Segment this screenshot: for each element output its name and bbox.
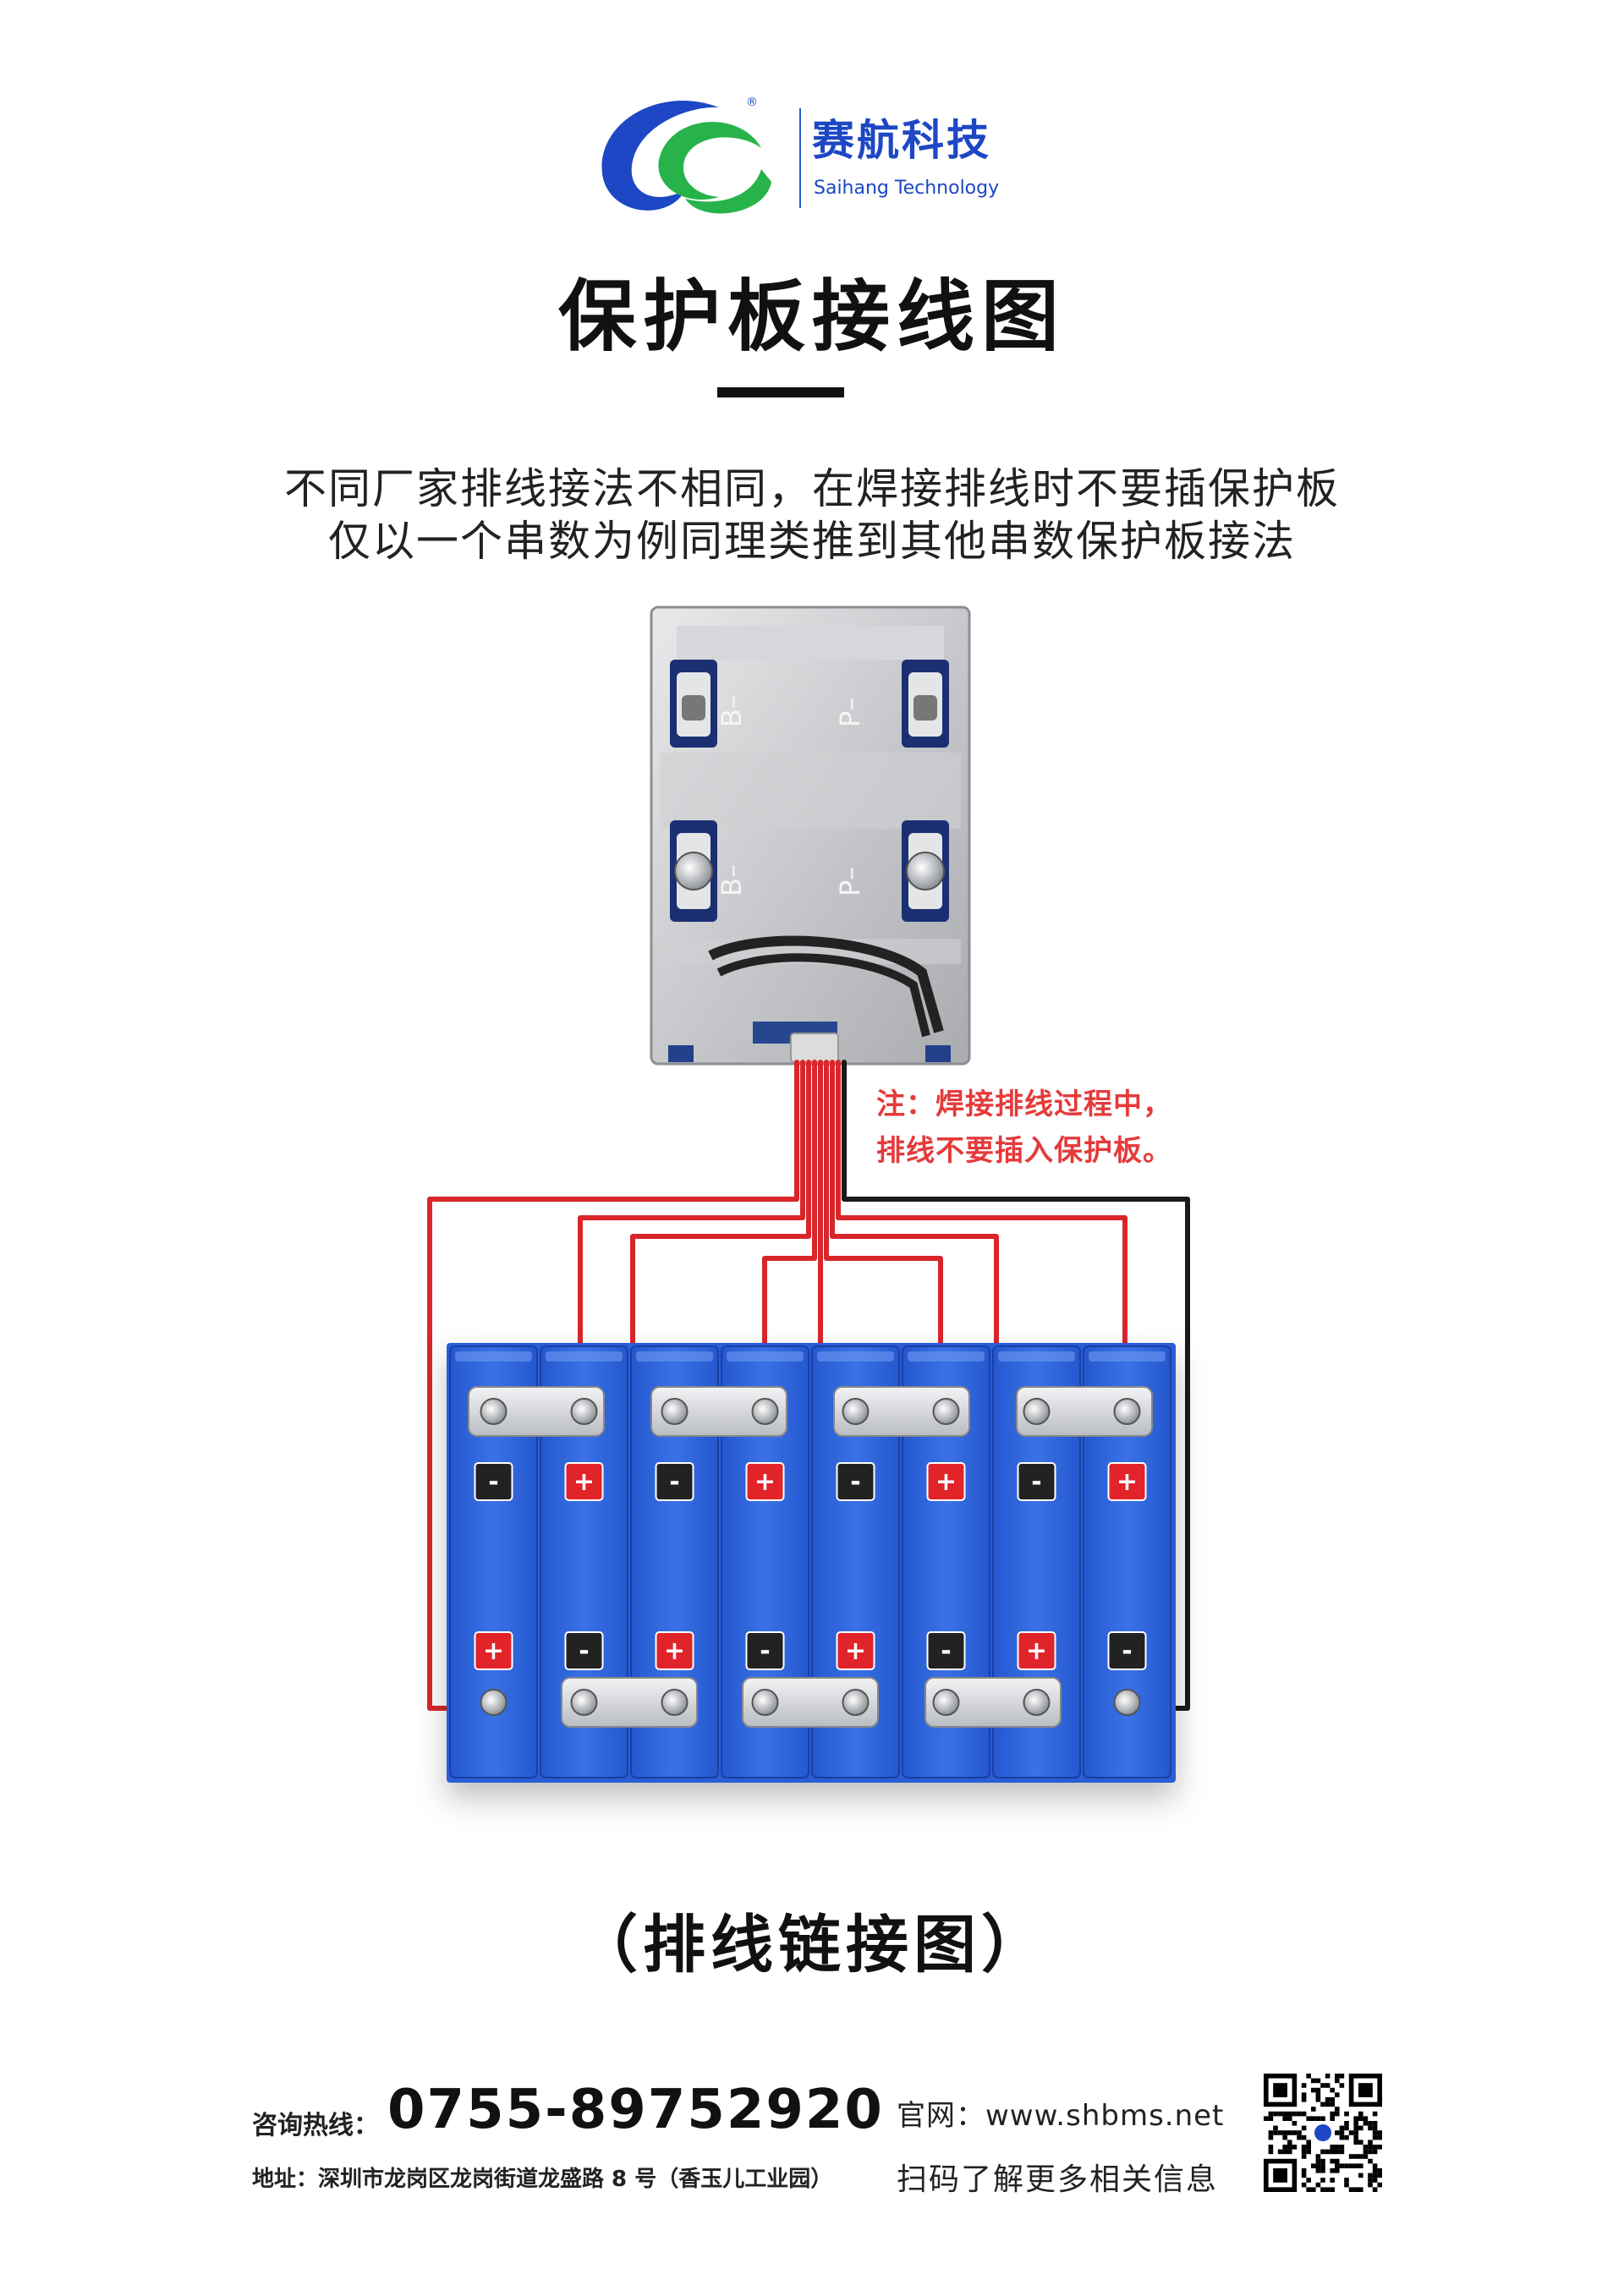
terminal-plus: + [474, 1631, 513, 1670]
terminal-sign: + [1026, 1636, 1047, 1666]
battery-cell: +- [721, 1345, 809, 1778]
subtitle-line-2: 仅以一个串数为例同理类推到其他串数保护板接法 [328, 517, 1296, 566]
terminal-sign: - [488, 1467, 498, 1497]
battery-cell: -+ [630, 1345, 719, 1778]
terminal-bolts [480, 1398, 1141, 1716]
subtitle-line-1: 不同厂家排线接法不相同，在焊接排线时不要插保护板 [284, 464, 1340, 513]
bolt-icon [661, 1689, 689, 1716]
bolt-icon [932, 1689, 960, 1716]
terminal-plus: + [655, 1631, 694, 1670]
battery-cells: -++--++--++--++- [449, 1345, 1171, 1778]
bolt-icon [1113, 1398, 1141, 1425]
terminal-b-bottom [670, 820, 717, 922]
brand-name-cn: 赛航科技 [812, 116, 991, 165]
scan-prompt: 扫码了解更多相关信息 [897, 2162, 1219, 2197]
terminal-minus: - [1017, 1462, 1056, 1501]
terminal-minus: - [564, 1631, 604, 1670]
bolt-icon [932, 1398, 960, 1425]
website-link[interactable]: 官网：www.shbms.net [897, 2099, 1225, 2133]
terminal-sign: + [845, 1636, 866, 1666]
qr-code-icon[interactable] [1264, 2074, 1382, 2192]
terminal-sign: - [850, 1467, 860, 1497]
busbars-bottom [561, 1677, 1062, 1728]
terminal-sign: + [935, 1467, 957, 1497]
battery-cell: -+ [992, 1345, 1081, 1778]
terminal-plus: + [836, 1631, 875, 1670]
bolt-icon [570, 1398, 598, 1425]
battery-cell: -+ [811, 1345, 900, 1778]
note-line-1: 注：焊接排线过程中， [876, 1088, 1172, 1121]
battery-cell: +- [540, 1345, 628, 1778]
bolt-icon [570, 1689, 598, 1716]
terminal-sign: + [754, 1467, 776, 1497]
battery-cell: +- [1083, 1345, 1171, 1778]
terminal-minus: - [655, 1462, 694, 1501]
note-line-2: 排线不要插入保护板。 [876, 1134, 1172, 1168]
saihang-logo-icon: ® [601, 96, 771, 214]
terminal-p-top [902, 660, 949, 748]
terminal-sign: - [941, 1636, 951, 1666]
board-label-p-bottom: P– [834, 867, 866, 896]
brand-divider [799, 108, 801, 208]
terminal-sign: - [669, 1467, 679, 1497]
terminal-b-top [670, 660, 717, 748]
wiring-diagram: B– P– B– P– -++--++--++--++- [427, 606, 1190, 1783]
terminal-sign: + [1116, 1467, 1138, 1497]
terminal-minus: - [836, 1462, 875, 1501]
board-label-p-top: P– [834, 698, 866, 727]
address-text: 地址：深圳市龙岗区龙岗街道龙盛路 8 号（香玉儿工业园） [252, 2167, 833, 2192]
terminal-p-bottom [902, 820, 949, 922]
terminal-sign: - [760, 1636, 770, 1666]
bolt-icon [751, 1398, 779, 1425]
bolt-icon [480, 1398, 508, 1425]
hotline-number[interactable]: 0755-89752920 [387, 2079, 884, 2141]
terminal-sign: - [1031, 1467, 1041, 1497]
terminal-minus: - [1107, 1631, 1147, 1670]
brand-name-en: Saihang Technology [814, 178, 1000, 199]
terminal-sign: - [1122, 1636, 1132, 1666]
bolt-icon [480, 1689, 508, 1716]
bolt-icon [842, 1398, 870, 1425]
terminal-sign: + [664, 1636, 685, 1666]
terminal-plus: + [564, 1462, 604, 1501]
terminal-minus: - [926, 1631, 966, 1670]
terminal-plus: + [1017, 1631, 1056, 1670]
protection-board: B– P– B– P– [650, 606, 971, 1066]
terminal-plus: + [745, 1462, 785, 1501]
board-label-b-bottom: B– [716, 864, 748, 896]
terminal-sign: + [483, 1636, 504, 1666]
bolt-icon [1023, 1689, 1051, 1716]
terminal-sign: - [579, 1636, 589, 1666]
terminal-minus: - [745, 1631, 785, 1670]
bolt-icon [1023, 1398, 1051, 1425]
bolt-icon [751, 1689, 779, 1716]
diagram-caption: （排线链接图） [575, 1909, 1049, 1981]
page-title: 保护板接线图 [557, 271, 1066, 362]
busbars-top [468, 1386, 1153, 1437]
bolt-icon [842, 1689, 870, 1716]
trademark-mark: ® [746, 96, 758, 109]
hotline-label: 咨询热线： [252, 2111, 379, 2140]
bolt-icon [1113, 1689, 1141, 1716]
terminal-plus: + [926, 1462, 966, 1501]
terminal-sign: + [573, 1467, 595, 1497]
board-label-b-top: B– [716, 695, 748, 727]
battery-cell: -+ [449, 1345, 538, 1778]
terminal-minus: - [474, 1462, 513, 1501]
battery-cell: +- [902, 1345, 990, 1778]
terminal-plus: + [1107, 1462, 1147, 1501]
title-underline [717, 387, 844, 397]
bolt-icon [661, 1398, 689, 1425]
